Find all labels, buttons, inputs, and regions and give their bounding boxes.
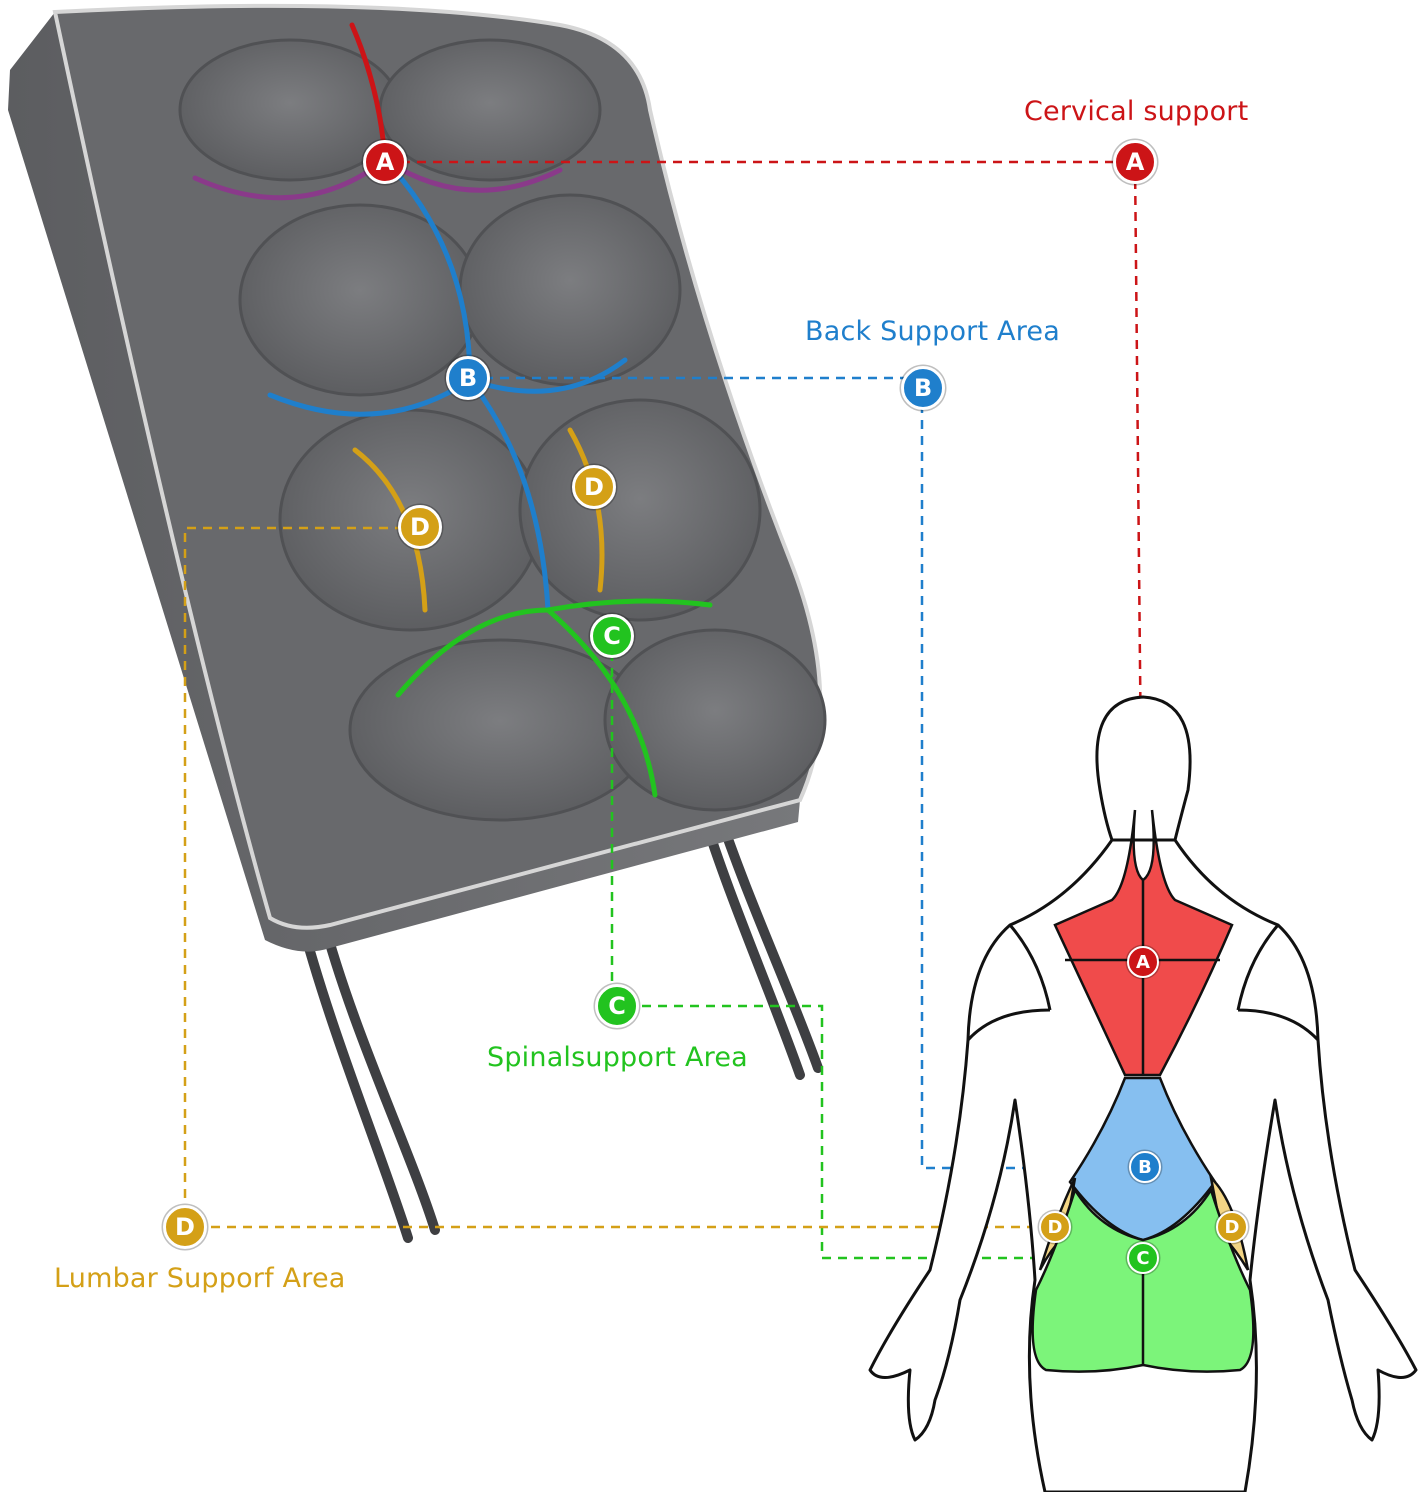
badge-c-cushion: C — [590, 614, 634, 658]
badge-a-cushion: A — [363, 140, 407, 184]
badge-b-figure: B — [1129, 1151, 1161, 1183]
badge-a-figure: A — [1127, 946, 1159, 978]
spinal-support-label: Spinalsupport Area — [487, 1042, 748, 1073]
spinal-down-curve — [545, 607, 658, 798]
badge-b-label: B — [901, 366, 945, 410]
badge-d-figure-left: D — [1039, 1211, 1071, 1243]
badge-d-cushion-left: D — [398, 505, 442, 549]
cushion-side — [8, 12, 800, 952]
seat-cushion — [8, 3, 827, 1243]
badge-b-cushion: B — [446, 356, 490, 400]
lumbar-support-label: Lumbar Supporf Area — [54, 1263, 346, 1294]
badge-c-label: C — [595, 984, 639, 1028]
badge-a-label: A — [1113, 140, 1157, 184]
connector-c — [610, 636, 1142, 1260]
badge-d-cushion-right: D — [572, 465, 616, 509]
badge-d-label: D — [163, 1205, 207, 1249]
back-support-label: Back Support Area — [805, 316, 1060, 347]
cervical-support-label: Cervical support — [1024, 96, 1249, 127]
badge-c-figure: C — [1127, 1242, 1159, 1274]
cushion-puffs — [178, 38, 827, 822]
badge-d-figure-right: D — [1216, 1211, 1248, 1243]
connector-b — [468, 376, 1145, 1170]
